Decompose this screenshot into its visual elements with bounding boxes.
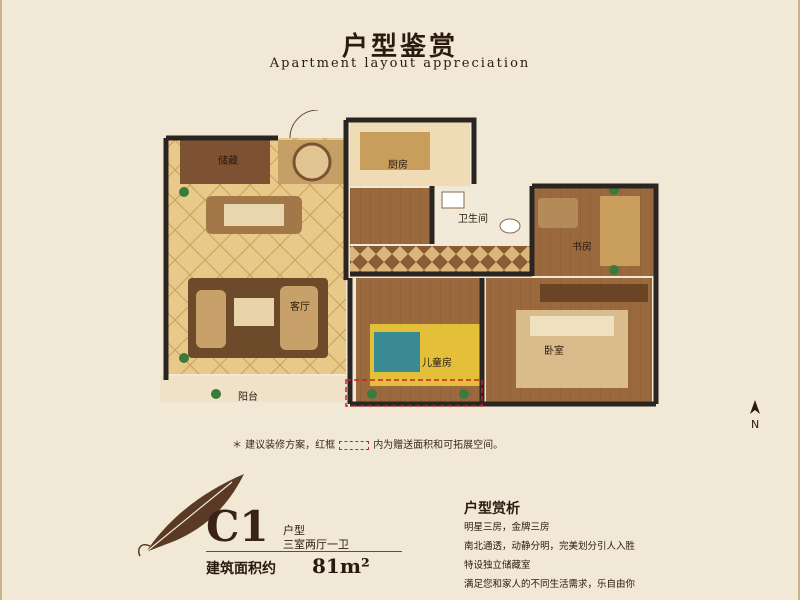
entry-medallion (292, 142, 332, 182)
plant (609, 265, 619, 275)
plant (367, 389, 377, 399)
red-dashed-box-icon (339, 440, 370, 450)
area-value: 81m² (312, 554, 370, 578)
label-storage: 储藏 (218, 154, 238, 167)
plant (459, 389, 469, 399)
plant (211, 389, 221, 399)
plan-note-prefix: ＊ 建议装修方案，红框 (232, 440, 336, 451)
analysis-title: 户型赏析 (464, 501, 520, 517)
analysis-point: 满足您和家人的不同生活需求，乐自由你 (464, 579, 636, 590)
unit-type-label: 户型 (283, 524, 305, 537)
divider (206, 551, 402, 552)
label-bedroom: 卧室 (544, 344, 564, 357)
unit-rooms: 三室两厅一卫 (283, 538, 349, 551)
analysis-point: 明星三房，金牌三房 (464, 522, 550, 533)
analysis-point: 南北通透，动静分明，完美划分引人入胜 (464, 541, 636, 552)
page-subtitle: Apartment layout appreciation (269, 56, 531, 71)
coffee-table (234, 298, 274, 326)
sink (441, 191, 465, 209)
hallway-floor (350, 246, 530, 274)
label-study: 书房 (572, 240, 592, 253)
floor-plan: 储藏 厨房 卫生间 书房 客厅 儿童房 卧室 阳台 (160, 110, 659, 407)
balcony-floor (160, 376, 350, 402)
bed-pillows (530, 316, 614, 336)
plan-note: ＊ 建议装修方案，红框 内为赠送面积和可拓展空间。 (232, 436, 503, 451)
analysis-list: 明星三房，金牌三房 南北通透，动静分明，完美划分引人入胜 特设独立储藏室 满足您… (464, 518, 635, 594)
label-kids: 儿童房 (422, 356, 452, 369)
storage-floor (180, 140, 270, 184)
label-bathroom: 卫生间 (458, 212, 488, 225)
analysis-point: 特设独立储藏室 (464, 560, 531, 571)
dining-floor (350, 188, 432, 244)
plant (179, 353, 189, 363)
study-desk (538, 198, 578, 228)
dining-table-top (224, 204, 284, 226)
area-label: 建筑面积约 (206, 561, 276, 577)
extension-highlight (345, 379, 483, 407)
label-balcony: 阳台 (238, 390, 258, 403)
north-arrow-icon (750, 400, 760, 414)
walls (163, 117, 659, 407)
bookshelf (600, 196, 640, 266)
entry-door-swing (289, 110, 319, 139)
sofa-left (196, 290, 226, 348)
kitchen-counter (360, 132, 430, 170)
plan-note-suffix: 内为赠送面积和可拓展空间。 (373, 440, 504, 451)
label-kitchen: 厨房 (388, 158, 408, 171)
toilet (499, 218, 521, 234)
sofa-right (280, 286, 318, 350)
unit-code: C1 (206, 502, 269, 551)
feather-icon (138, 474, 244, 557)
compass-label: N (751, 418, 759, 431)
page-title: 户型鉴赏 (341, 32, 458, 62)
wardrobe (540, 284, 648, 302)
kids-bed-blanket (374, 332, 420, 372)
plant (179, 187, 189, 197)
label-living: 客厅 (290, 300, 310, 313)
compass: N (750, 400, 760, 431)
